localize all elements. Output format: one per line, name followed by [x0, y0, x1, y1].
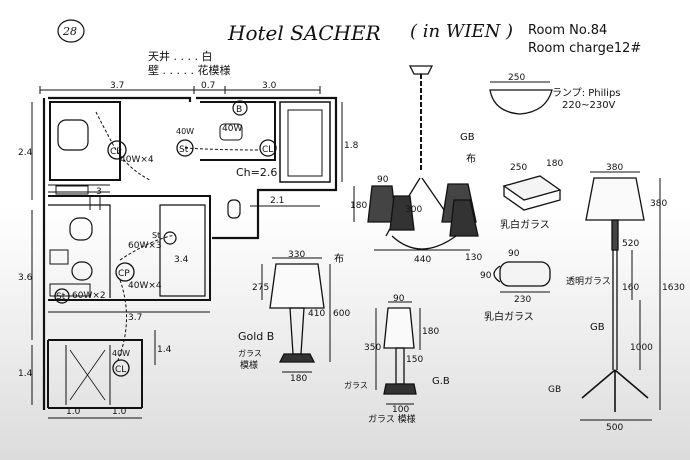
table-lamp2-dim-a: 350	[364, 343, 381, 353]
bowl-voltage: 220~230V	[562, 100, 616, 111]
bowl-lamp-label: ランプ: Philips	[552, 87, 621, 99]
page-number-circle	[57, 19, 85, 43]
fixture-cp2-watt: 40W×4	[128, 281, 162, 291]
wall-box2-dim-c: 90	[480, 271, 492, 281]
fixture-b: B	[236, 105, 242, 115]
fixture-b-watt: 40W	[222, 124, 242, 134]
dim-bottom-b: 1.0	[112, 407, 127, 417]
dim-bottom-a: 1.0	[66, 407, 81, 417]
fixture-watt-a: 40W	[176, 127, 194, 136]
chandelier-gb: GB	[460, 132, 475, 143]
table-lamp1-dim-h: 275	[252, 283, 269, 293]
fixture-watt-60b: 60W×2	[72, 291, 106, 301]
table-lamp2-glass: ガラス	[344, 380, 368, 390]
table-lamp1-glass: ガラス	[238, 348, 262, 358]
dim-left-b: 3.6	[18, 273, 33, 283]
dim-bath: 1.8	[344, 141, 359, 151]
fixture-cp1: CP	[110, 147, 122, 157]
wall-box-lamp-2	[493, 261, 551, 293]
fixture-watt-60: 60W×3	[128, 241, 162, 251]
fixture-cl1: CL	[262, 145, 273, 155]
table-lamp1-pattern: 模様	[240, 359, 258, 371]
table-lamp-1	[261, 257, 331, 373]
wall-box-lamp	[502, 175, 562, 211]
dim-corridor: 2.1	[270, 196, 284, 206]
table-lamp-2	[375, 301, 421, 405]
city-title: ( in WIEN )	[410, 21, 513, 42]
fixture-cp1-watt: 40W×4	[120, 155, 154, 165]
wall-box-label: 乳白ガラス	[500, 218, 550, 231]
fixture-st2: St	[152, 231, 160, 240]
wall-box2-label: 乳白ガラス	[484, 310, 534, 323]
chandelier-dim-c: 300	[405, 205, 422, 215]
fixture-st3: St	[56, 292, 66, 302]
dim-top-left: 3.7	[110, 81, 124, 91]
table-lamp1-dim-mid: 410	[308, 309, 325, 319]
table-lamp1-dim-top: 330	[288, 250, 305, 260]
fixture-cp2: CP	[118, 269, 130, 279]
dim-left-c: 1.4	[18, 369, 33, 379]
dim-top-right: 3.0	[262, 81, 277, 91]
floor-lamp-dim-shade: 380	[650, 199, 667, 209]
floor-lamp	[580, 171, 661, 421]
fixture-st1: St	[179, 145, 189, 155]
floor-lamp-dim-b: 520	[622, 239, 639, 249]
floor-lamp-gb1: GB	[590, 322, 605, 333]
dim-top-mid: 0.7	[201, 81, 215, 91]
wall-box-dim-a: 250	[510, 163, 527, 173]
chandelier-dim-b: 180	[350, 201, 367, 211]
dim-bed: 3.4	[174, 255, 189, 265]
table-lamp1-gold: Gold B	[238, 330, 274, 343]
table-lamp2-dim-base: 100	[392, 405, 409, 415]
table-lamp2-gb: G.B	[432, 376, 450, 387]
page-number: 28	[62, 25, 77, 38]
table-lamp2-dim-top: 90	[393, 294, 405, 304]
fixture-cl2: CL	[115, 365, 126, 375]
chandelier-width: 440	[414, 255, 431, 265]
wall-finish: 壁 . . . . . 花模様	[148, 63, 230, 77]
ceiling-finish: 天井 . . . . 白	[148, 49, 212, 63]
floor-lamp-dim-c: 1000	[630, 343, 653, 353]
ceiling-height: Ch=2.6	[236, 166, 277, 179]
table-lamp1-shade: 布	[334, 253, 344, 265]
wall-box-dim-b: 180	[546, 159, 563, 169]
floor-plan	[31, 86, 343, 419]
fixture-watt-40b: 40W	[112, 349, 130, 358]
room-number: Room No.84	[528, 23, 607, 38]
table-lamp2-pattern: ガラス 模様	[368, 413, 416, 425]
table-lamp2-dim-c: 150	[406, 355, 423, 365]
dim-left-a: 2.4	[18, 148, 33, 158]
floor-lamp-glass: 透明ガラス	[566, 276, 611, 287]
table-lamp1-dim-total: 600	[333, 309, 350, 319]
floor-lamp-dim-a: 160	[622, 283, 639, 293]
bowl-dim: 250	[508, 73, 525, 83]
chandelier-dim-a: 90	[377, 175, 389, 185]
wall-box2-dim-b: 230	[514, 295, 531, 305]
floor-lamp-gb2: GB	[548, 385, 561, 395]
floor-lamp-dim-base: 500	[606, 423, 623, 433]
chandelier-note: 布	[466, 153, 476, 165]
floor-lamp-dim-top: 380	[606, 163, 623, 173]
table-lamp1-dim-base: 180	[290, 374, 307, 384]
fixture-num3: 3	[96, 187, 102, 197]
table-lamp2-dim-b: 180	[422, 327, 439, 337]
floor-lamp-dim-total: 1630	[662, 283, 685, 293]
chandelier-dim-d: 130	[465, 253, 482, 263]
room-charge: Room charge12#	[528, 41, 641, 56]
ceiling-bowl-lamp	[489, 81, 553, 115]
chandelier	[353, 65, 479, 251]
dim-mid: 3.7	[128, 313, 142, 323]
hotel-title: Hotel SACHER	[227, 21, 381, 45]
dim-small: 1.4	[157, 345, 172, 355]
wall-box2-dim-a: 90	[508, 249, 520, 259]
